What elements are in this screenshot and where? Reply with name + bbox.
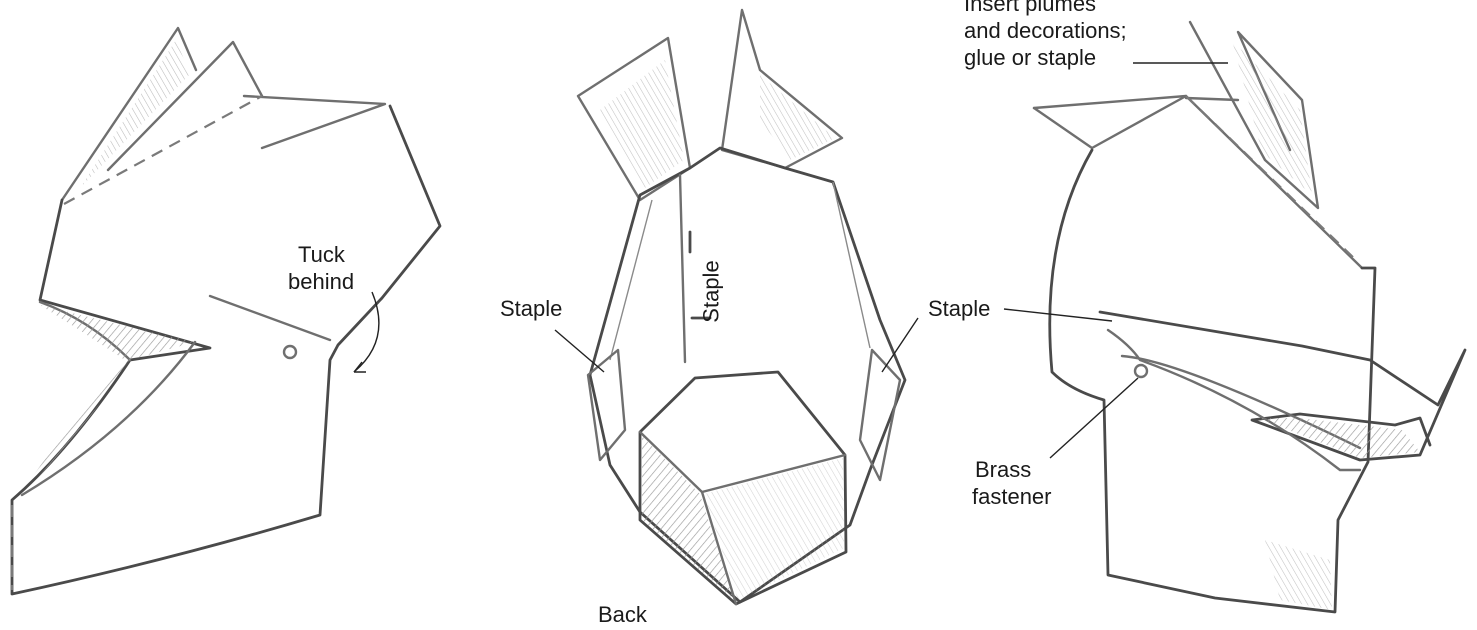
left-cheek-shading: [20, 305, 195, 495]
left-fastener-hole: [284, 346, 296, 358]
label-staple-right: Staple: [928, 295, 990, 322]
label-staple-left: Staple: [500, 295, 562, 322]
center-staple-leader-right: [882, 318, 918, 372]
fastener-leader: [1050, 378, 1138, 458]
label-insert-plumes: Insert plumes and decorations; glue or s…: [964, 0, 1127, 71]
left-crest-fin-front: [108, 42, 262, 170]
right-staple-leader: [1004, 309, 1112, 321]
label-staple-center: Staple: [698, 257, 725, 327]
center-helmet-back-view: [555, 10, 918, 604]
right-fastener-hole: [1135, 365, 1147, 377]
right-visor: [1100, 312, 1465, 460]
right-helmet-side-view: [1004, 22, 1465, 612]
left-helmet-side-view: [12, 28, 440, 594]
label-back: Back: [598, 601, 647, 628]
label-brass-fastener: Brass fastener: [975, 456, 1052, 510]
label-tuck-behind: Tuck behind: [298, 241, 354, 295]
